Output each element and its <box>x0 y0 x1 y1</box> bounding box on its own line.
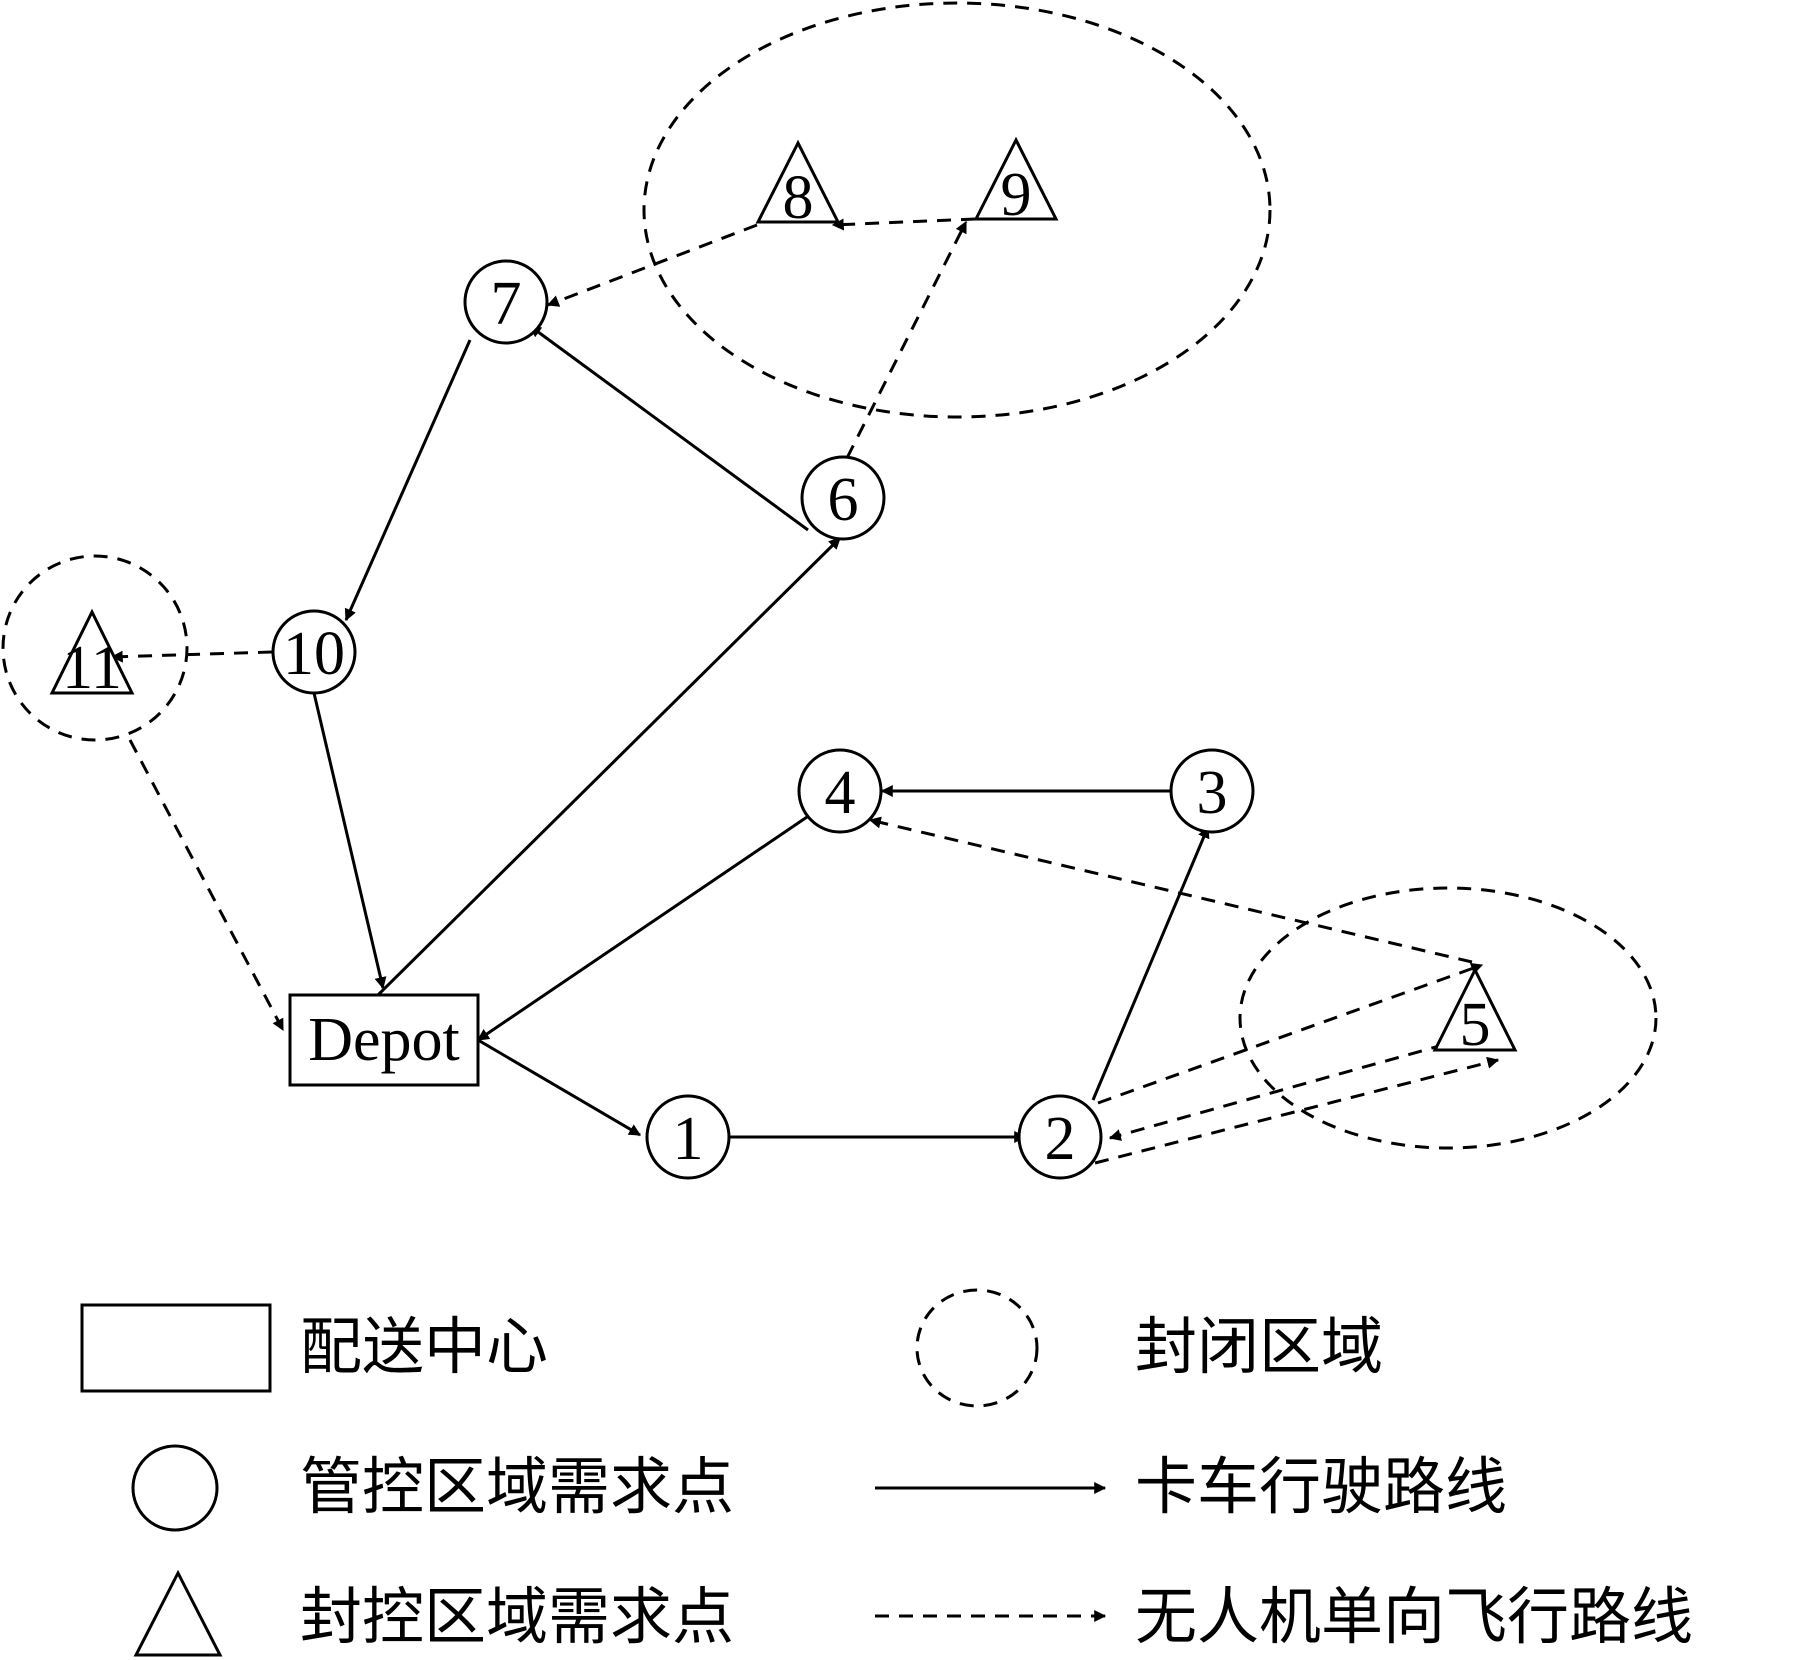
node-2-circle <box>1017 1094 1103 1180</box>
node-1-circle <box>645 1094 731 1180</box>
sealed-point-5: 5 <box>1432 966 1518 1059</box>
controlled-point-7: 7 <box>463 259 549 345</box>
controlled-point-3: 3 <box>1169 748 1255 834</box>
node-3-label: 3 <box>1197 759 1228 827</box>
legend-sealed-point-label: 封控区域需求点 <box>300 1580 734 1653</box>
node-11-triangle <box>49 608 135 695</box>
node-9-triangle <box>973 136 1059 221</box>
node-7-label: 7 <box>491 270 522 338</box>
drone-route-8-7 <box>546 223 758 307</box>
drone-routes <box>110 217 1500 1165</box>
legend: 配送中心 封闭区域 管控区域需求点 卡车行驶路线 封控区域需求点 无人机单向飞行… <box>80 1288 1693 1657</box>
node-8-triangle <box>755 139 841 224</box>
node-6-circle <box>800 455 886 541</box>
node-4-circle <box>797 748 883 834</box>
controlled-point-6: 6 <box>800 455 886 541</box>
truck-routes <box>312 324 1210 1143</box>
node-7-circle <box>463 259 549 345</box>
truck-route-6-7 <box>529 324 809 532</box>
sealed-point-8: 8 <box>755 139 841 232</box>
node-1-label: 1 <box>673 1105 704 1173</box>
drone-route-2-5-upper <box>1097 963 1484 1105</box>
drone-route-5-2 <box>1108 1036 1469 1141</box>
legend-controlled-point-label: 管控区域需求点 <box>300 1450 734 1523</box>
drone-route-11-depot <box>128 739 285 1032</box>
node-10-label: 10 <box>283 620 345 688</box>
sealed-point-11: 11 <box>49 608 135 702</box>
node-5-label: 5 <box>1460 991 1491 1059</box>
node-11-label: 11 <box>62 634 122 702</box>
node-2-label: 2 <box>1045 1105 1076 1173</box>
controlled-point-10: 10 <box>271 609 357 695</box>
truck-route-depot-6 <box>376 536 842 997</box>
sealed-point-9: 9 <box>973 136 1059 229</box>
controlled-point-2: 2 <box>1017 1094 1103 1180</box>
truck-route-depot-1 <box>477 1038 642 1137</box>
drone-route-6-9 <box>845 220 968 459</box>
depot-label: Depot <box>308 1006 460 1074</box>
node-6-label: 6 <box>828 466 859 534</box>
node-10-circle <box>271 609 357 695</box>
drone-route-2-5-lower <box>1094 1056 1500 1165</box>
legend-closed-area-symbol <box>915 1288 1039 1408</box>
closed-zone-right <box>1238 886 1658 1150</box>
legend-depot-label: 配送中心 <box>300 1310 548 1383</box>
drone-route-5-4 <box>868 816 1473 964</box>
controlled-point-4: 4 <box>797 748 883 834</box>
legend-sealed-point-symbol <box>133 1569 223 1657</box>
node-5-triangle <box>1432 966 1518 1052</box>
node-4-label: 4 <box>825 759 856 827</box>
node-9-label: 9 <box>1001 161 1032 229</box>
truck-route-7-10 <box>344 339 472 622</box>
node-8-label: 8 <box>783 164 814 232</box>
legend-depot-symbol <box>80 1303 272 1393</box>
truck-route-10-depot <box>312 692 387 990</box>
closed-zone-top <box>642 1 1272 419</box>
drone-route-10-11 <box>110 650 273 663</box>
closed-zone-left <box>1 554 189 742</box>
legend-controlled-point-symbol <box>131 1444 219 1532</box>
legend-truck-route-label: 卡车行驶路线 <box>1135 1450 1507 1523</box>
depot-box <box>288 993 480 1087</box>
legend-drone-route-label: 无人机单向飞行路线 <box>1135 1580 1693 1653</box>
drone-route-9-8 <box>831 217 976 231</box>
truck-route-2-3 <box>1091 825 1210 1101</box>
truck-route-4-depot <box>477 815 808 1042</box>
node-3-circle <box>1169 748 1255 834</box>
depot-node: Depot <box>288 993 480 1087</box>
controlled-point-1: 1 <box>645 1094 731 1180</box>
legend-closed-area-label: 封闭区域 <box>1135 1310 1383 1383</box>
